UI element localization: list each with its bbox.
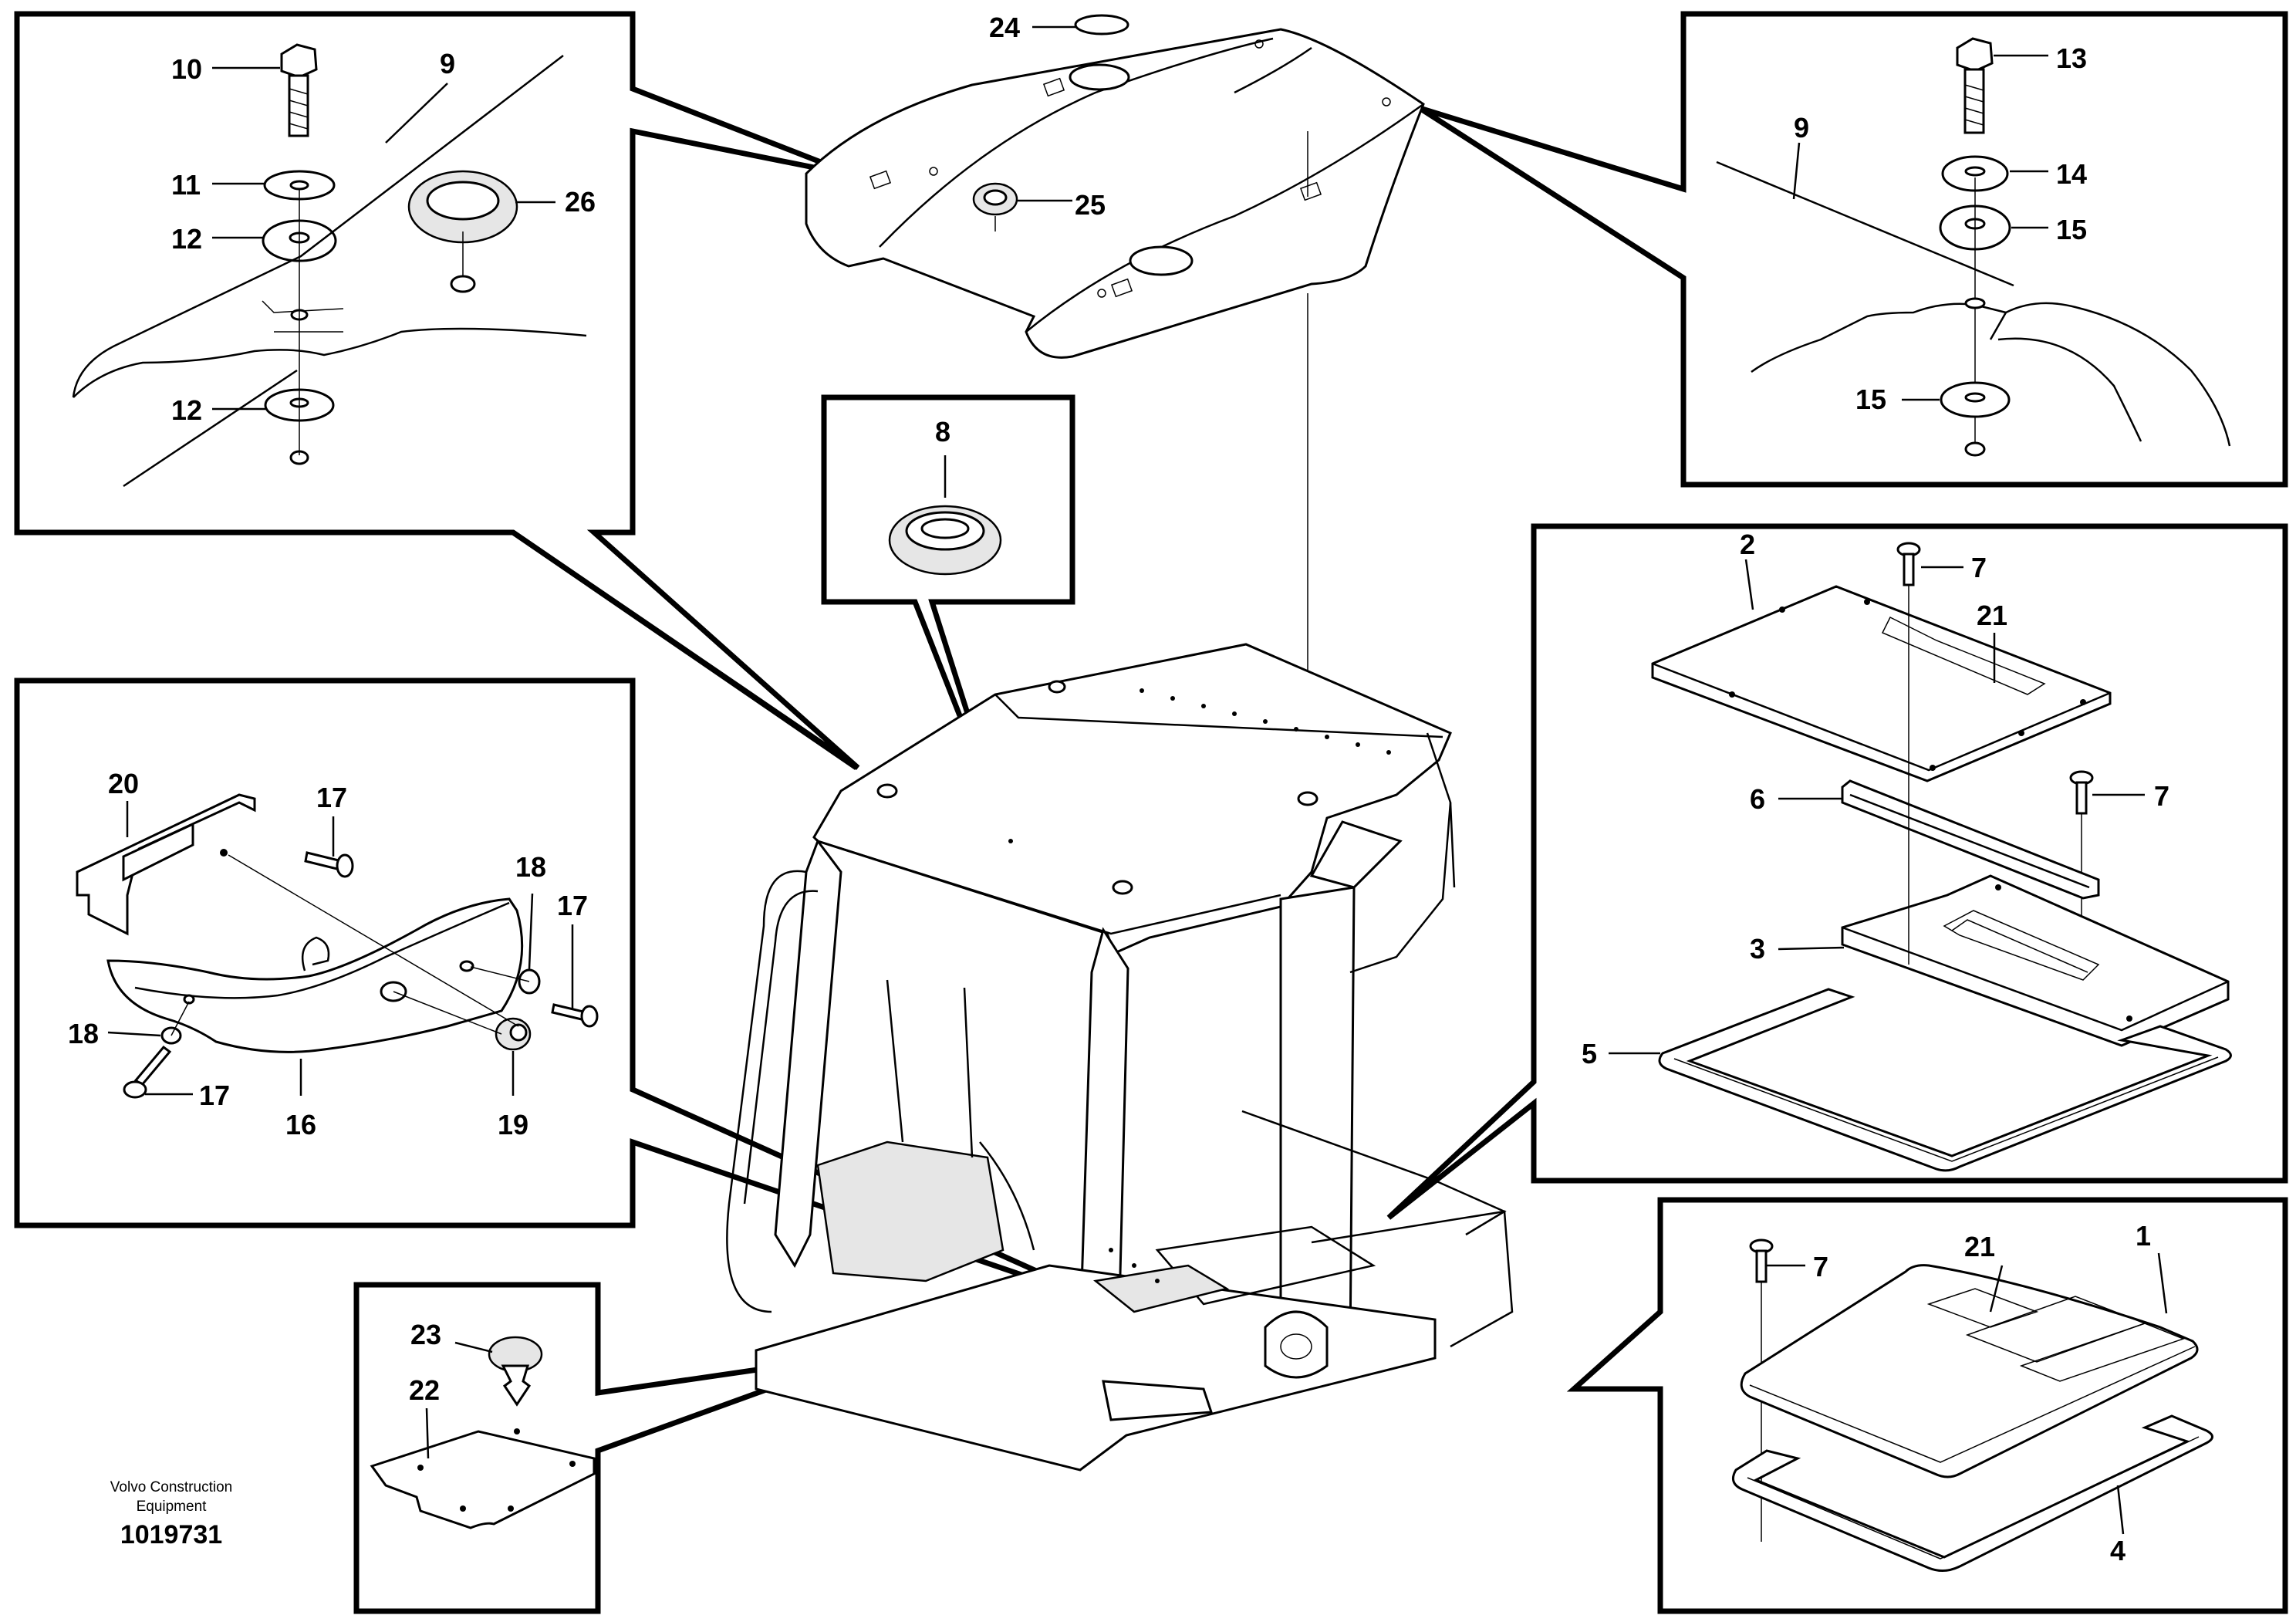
detail-center [888,455,1002,576]
pointer-top-left-lower [512,530,858,770]
callout-labels: 10 9 11 12 12 26 24 25 13 9 14 15 15 8 2… [68,12,2169,1566]
detail-top-left [72,43,587,488]
callout-2: 2 [1740,529,1755,560]
callout-14: 14 [2056,158,2087,190]
credit-block: Volvo Construction Equipment 1019731 [110,1479,232,1549]
detail-middle-right [1609,542,2232,1172]
callout-7: 7 [1813,1251,1828,1282]
credit-line-2: Equipment [137,1499,208,1515]
callout-9: 9 [440,48,455,79]
callout-12: 12 [171,223,202,255]
detail-bottom-right [1731,1238,2213,1572]
cab-frame [726,643,1514,1472]
callout-15: 15 [1855,384,1886,415]
callout-22: 22 [409,1374,440,1406]
frame-top-left [14,11,860,770]
frame-top-right [1418,11,2288,488]
roof-cover [805,14,1425,799]
callout-24: 24 [989,12,1020,43]
callout-9: 9 [1794,112,1809,144]
frame-middle-right [1386,523,2288,1220]
callout-25: 25 [1075,189,1106,221]
detail-middle-left [76,793,599,1099]
callout-21: 21 [1977,600,2007,631]
credit-line-1: Volvo Construction [110,1479,232,1495]
callout-21: 21 [1964,1231,1995,1262]
callout-3: 3 [1750,933,1765,965]
detail-top-right [1716,37,2231,457]
callout-16: 16 [285,1109,316,1140]
document-number: 1019731 [120,1520,222,1549]
callout-18: 18 [68,1018,99,1049]
callout-5: 5 [1582,1038,1597,1070]
callout-19: 19 [498,1109,528,1140]
callout-15: 15 [2056,214,2087,245]
callout-26: 26 [565,186,596,218]
callout-7: 7 [2154,780,2169,812]
detail-frames [14,11,2288,1614]
callout-23: 23 [410,1319,441,1350]
callout-10: 10 [171,53,202,85]
callout-17: 17 [199,1080,230,1111]
frame-bottom-center [353,1282,866,1614]
callout-11: 11 [171,169,201,201]
callout-8: 8 [935,416,950,448]
callout-17: 17 [557,890,588,921]
callout-20: 20 [108,768,139,799]
callout-7: 7 [1971,552,1987,583]
callout-17: 17 [316,782,347,813]
callout-1: 1 [2136,1220,2151,1252]
callout-6: 6 [1750,783,1765,815]
detail-bottom-center [370,1336,596,1529]
callout-4: 4 [2110,1535,2125,1566]
frame-bottom-right [1566,1197,2288,1614]
callout-18: 18 [515,851,546,883]
callout-12: 12 [171,394,202,426]
callout-13: 13 [2056,42,2087,74]
